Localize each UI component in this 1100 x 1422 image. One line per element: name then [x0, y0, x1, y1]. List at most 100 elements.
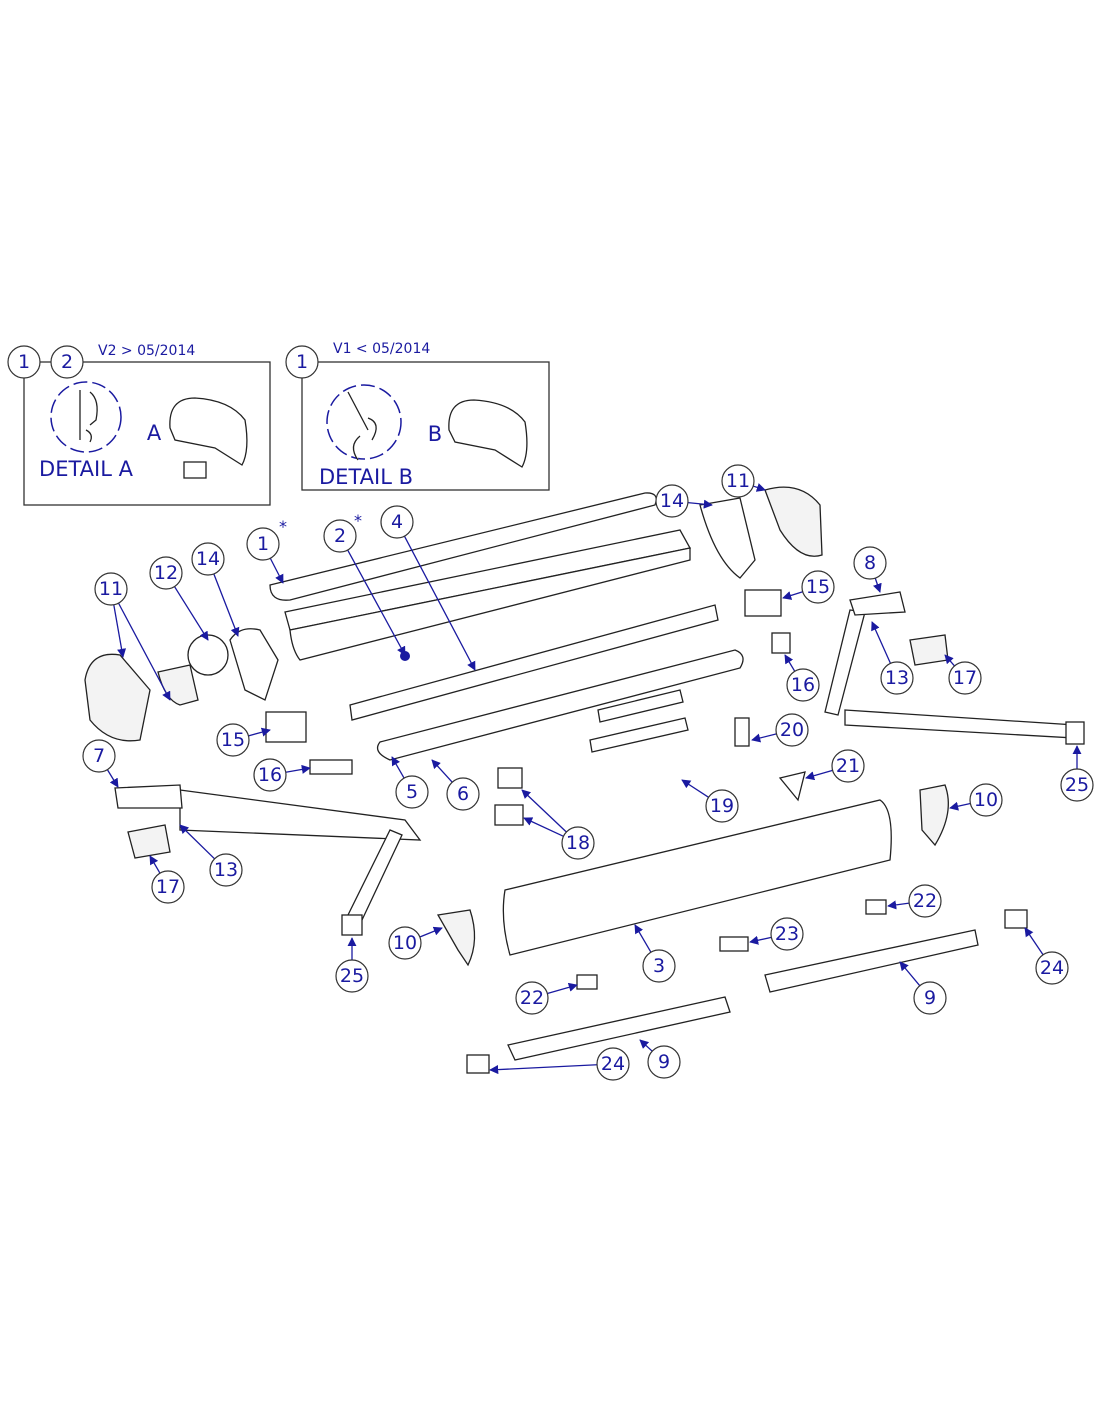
clip-21: [778, 771, 806, 802]
callout-part-16: 16: [786, 668, 820, 702]
detail-a-title: DETAIL A: [39, 457, 134, 481]
callout-part-4: 4: [380, 505, 414, 539]
callout-part-7: 7: [82, 739, 116, 773]
version-label: V2 > 05/2014: [98, 343, 195, 359]
callout-part-15: 15: [216, 723, 250, 757]
leader-line-11: [113, 604, 127, 658]
callout-number: 25: [340, 965, 364, 987]
leader-line-18: [523, 817, 564, 837]
callout-part-21: 21: [831, 749, 865, 783]
leader-line-2: [347, 549, 406, 656]
callout-part-11: 11: [721, 464, 755, 498]
callout-part-1: 1: [246, 527, 280, 561]
leader-line-23: [749, 935, 772, 945]
left-gear-housing: [229, 628, 279, 701]
callout-number: 22: [520, 987, 544, 1009]
pin-16-right: [771, 632, 791, 654]
callout-number: 13: [214, 859, 238, 881]
leader-line-10: [419, 926, 443, 938]
leader-line-21: [805, 769, 833, 781]
foot-24-left: [466, 1054, 490, 1074]
callout-part-12: 12: [149, 556, 183, 590]
parts: [84, 486, 1085, 1074]
nut-part: [183, 461, 207, 479]
weight-bar-part: [349, 604, 719, 721]
callout-number: 25: [1065, 774, 1089, 796]
callout-number: 5: [406, 781, 418, 803]
leader-line-16: [784, 654, 796, 672]
callout-number: 18: [566, 832, 590, 854]
svg-text:1: 1: [296, 351, 308, 373]
callout-number: 1: [257, 533, 269, 555]
detail-callout-1: 1: [7, 345, 41, 379]
callout-number: 4: [391, 511, 403, 533]
detail-a-circle: [50, 381, 122, 453]
callout-number: 17: [156, 876, 180, 898]
callout-part-25: 25: [335, 959, 369, 993]
leader-line-9: [899, 961, 921, 987]
asterisk-2: *: [354, 511, 362, 530]
callout-part-24: 24: [1035, 951, 1069, 985]
leader-line-17: [944, 654, 955, 667]
callout-number: 6: [457, 783, 469, 805]
callout-part-9: 9: [647, 1045, 681, 1079]
leader-line-4: [403, 535, 476, 671]
front-profile-part: [269, 492, 657, 601]
callout-part-18: 18: [561, 826, 595, 860]
leader-line-13: [179, 824, 216, 860]
callout-number: 10: [974, 789, 998, 811]
leader-line-16: [285, 764, 311, 774]
callout-number: 13: [885, 667, 909, 689]
version-label: V1 < 05/2014: [333, 341, 430, 357]
left-support-leg: [507, 996, 731, 1061]
callout-part-13: 13: [880, 661, 914, 695]
left-arm-cover: [127, 824, 171, 859]
leader-line-14: [687, 499, 713, 509]
detail-b-circle: [326, 384, 402, 460]
leader-line-15: [248, 727, 271, 737]
callout-part-22: 22: [515, 981, 549, 1015]
leader-line-5: [391, 756, 405, 779]
left-arm-hinge: [114, 784, 183, 809]
callout-number: 15: [221, 729, 245, 751]
leader-line-11: [117, 602, 171, 701]
bracket-18b: [494, 804, 524, 826]
detail-box-v2: 1 2 V2 > 05/2014 DETAIL A A: [7, 343, 271, 506]
leader-line-10: [949, 801, 971, 811]
callout-part-25: 25: [1060, 768, 1094, 802]
pin-16-left: [309, 759, 353, 775]
callout-part-13: 13: [209, 853, 243, 887]
profile-detail-b: [347, 391, 377, 461]
rail-brackets-19: [589, 689, 689, 753]
fabric-marker-dot: [400, 651, 410, 661]
callout-number: 17: [953, 667, 977, 689]
bracket-15-right: [744, 589, 782, 617]
leader-line-15: [782, 591, 803, 600]
callout-part-23: 23: [770, 917, 804, 951]
callout-part-24: 24: [596, 1047, 630, 1081]
right-gear-housing: [699, 497, 756, 579]
end-cap-v2: [169, 397, 248, 466]
callout-part-10: 10: [969, 783, 1003, 817]
callout-number: 16: [791, 674, 815, 696]
svg-text:1: 1: [18, 351, 30, 373]
leader-line-11: [752, 483, 766, 492]
callout-number: 11: [726, 470, 750, 492]
left-end-cover: [84, 653, 151, 742]
bracket-18a: [497, 767, 523, 789]
callout-number: 21: [836, 755, 860, 777]
leader-line-6: [431, 759, 453, 783]
leader-line-8: [873, 577, 882, 593]
callout-number: 2: [334, 525, 346, 547]
leader-line-7: [106, 769, 119, 788]
leader-line-22: [887, 900, 910, 910]
callout-number: 19: [710, 795, 734, 817]
detail-callout-1: 1: [285, 345, 319, 379]
right-end-cover: [764, 486, 823, 557]
roller-tube-part: [376, 649, 744, 761]
callout-part-3: 3: [642, 949, 676, 983]
callout-part-22: 22: [908, 884, 942, 918]
leader-line-13: [871, 621, 892, 664]
callout-part-14: 14: [655, 484, 689, 518]
